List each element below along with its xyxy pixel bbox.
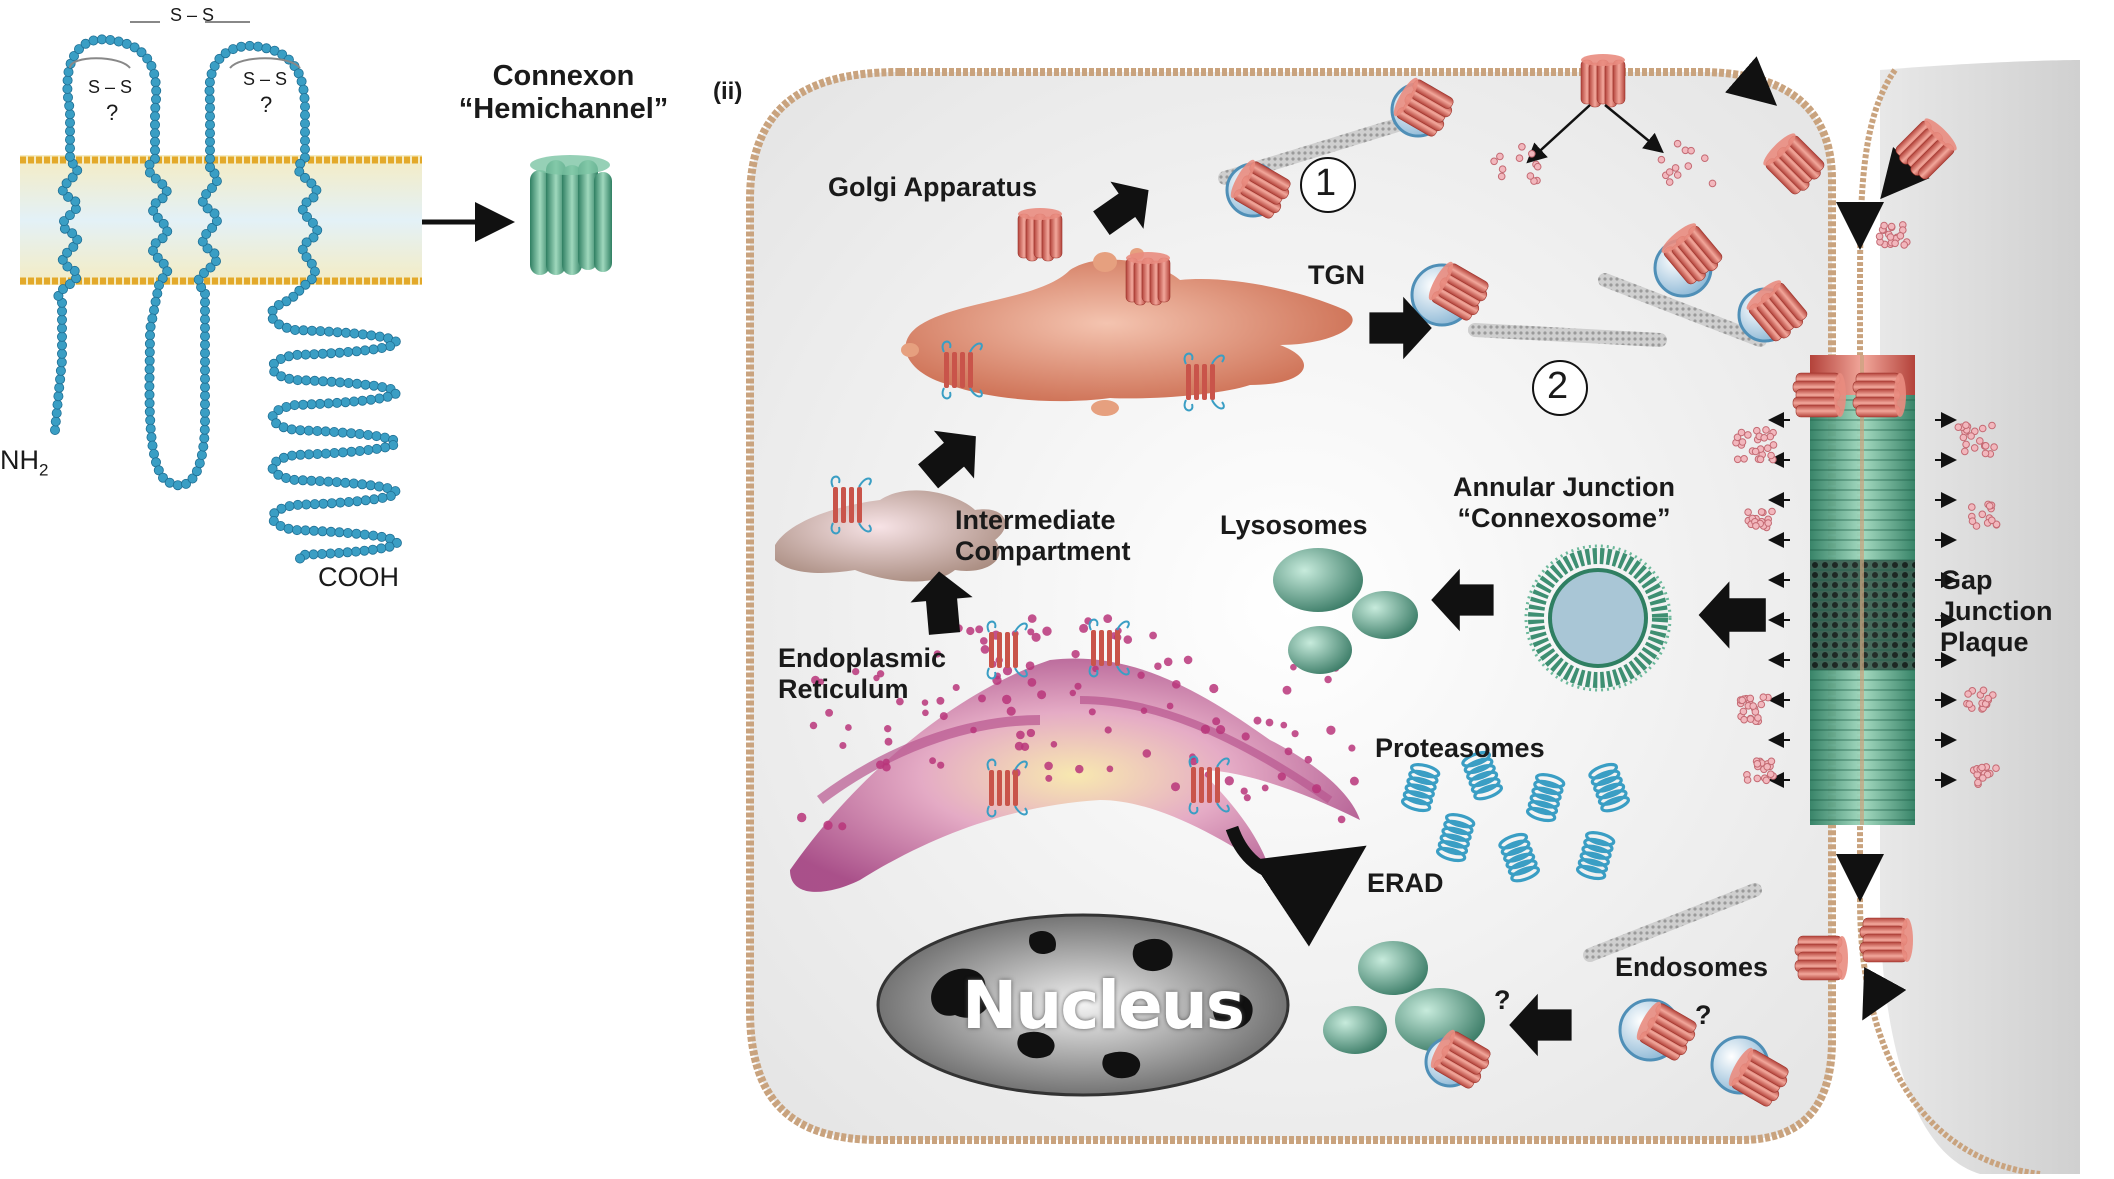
proteasomes-text: Proteasomes — [1375, 733, 1545, 763]
golgi-apparatus-label: Golgi Apparatus — [828, 172, 1037, 203]
endosomes-text: Endosomes — [1615, 952, 1769, 982]
gap-line-2: Junction — [1940, 596, 2053, 627]
gap-line-1: Gap — [1940, 565, 1993, 595]
neighbor-cell-membrane — [1857, 68, 2041, 1177]
lysosomes-text: Lysosomes — [1220, 510, 1368, 540]
release-arrow-right — [1604, 104, 1664, 154]
n-terminus-subscript: 2 — [39, 460, 49, 480]
proteasomes-group — [1400, 750, 1630, 883]
intermediate-line-1: Intermediate — [955, 505, 1116, 535]
disulfide-bond-label: S – S — [170, 5, 215, 26]
annular-line-1: Annular Junction — [1453, 472, 1675, 502]
c-terminus-text: COOH — [318, 562, 399, 592]
release-arrow-left — [1526, 104, 1591, 164]
endoplasmic-reticulum — [790, 614, 1360, 892]
route-1-marker — [1300, 157, 1356, 213]
annular-line-2: “Connexosome” — [1457, 503, 1671, 534]
neighboring-cell — [1880, 60, 2080, 1174]
endosomes-label: Endosomes — [1615, 952, 1768, 983]
n-terminus-label: NH2 — [0, 445, 49, 480]
uncertain-bond-mark: ? — [260, 92, 273, 117]
lysosomes — [1273, 548, 1418, 674]
annular-junction-connexosome — [1524, 544, 1672, 692]
disulfide-bond-text-1: S – S — [170, 5, 215, 25]
connexon-hemichannel-icon — [530, 155, 612, 275]
gap-line-3: Plaque — [1940, 627, 2029, 658]
route-2-marker — [1532, 360, 1588, 416]
question-endo-1: ? — [1494, 985, 1511, 1015]
uncertain-fate-mark: ? — [1695, 1000, 1712, 1031]
erad-text: ERAD — [1367, 868, 1444, 898]
intermediate-compartment — [775, 490, 1006, 582]
route-1-text: 1 — [1315, 162, 1337, 204]
intermediate-line-2: Compartment — [955, 536, 1131, 567]
route-1-label: 1 — [1315, 162, 1337, 205]
endoplasmic-reticulum-label: Endoplasmic Reticulum — [778, 643, 946, 705]
connexin-polypeptide-chain — [50, 34, 402, 564]
disulfide-bond-label: S – S — [88, 77, 133, 98]
nucleus — [876, 913, 1290, 1097]
uncertain-bond-mark: ? — [106, 100, 119, 125]
nucleus-text: Nucleus — [962, 967, 1245, 1044]
golgi-apparatus-text: Golgi Apparatus — [828, 172, 1038, 202]
tgn-text: TGN — [1308, 260, 1365, 290]
connexon-hemichannels-red — [830, 54, 1957, 1107]
question-mark-1: ? — [106, 100, 119, 125]
connexon-title-line-1: Connexon — [492, 60, 635, 92]
gap-junction-plaque-label: Gap Junction Plaque — [1940, 565, 2053, 658]
uncertain-fate-mark: ? — [1494, 985, 1511, 1016]
erad-label: ERAD — [1367, 868, 1444, 899]
disulfide-bond-text-2: S – S — [88, 77, 133, 97]
question-endo-2: ? — [1695, 1000, 1712, 1030]
disulfide-bond-text-3: S – S — [243, 69, 288, 89]
annular-junction-label: Annular Junction “Connexosome” — [1453, 472, 1675, 534]
connexin-topology — [20, 21, 612, 564]
disulfide-bond-label: S – S — [243, 69, 288, 90]
lysosomes-label: Lysosomes — [1220, 510, 1368, 541]
er-line-2: Reticulum — [778, 674, 909, 705]
panel-ii-label: (ii) — [713, 78, 742, 106]
proteasomes-label: Proteasomes — [1375, 733, 1545, 764]
er-line-1: Endoplasmic — [778, 643, 947, 673]
connexon-hemichannel-title: Connexon “Hemichannel” — [446, 60, 681, 127]
nucleus-label: Nucleus — [962, 967, 1245, 1044]
panel-ii-text: (ii) — [713, 78, 743, 105]
route-2-label: 2 — [1547, 365, 1569, 408]
c-terminus-label: COOH — [318, 562, 399, 593]
connexon-title-line-2: “Hemichannel” — [458, 93, 669, 126]
intermediate-compartment-label: Intermediate Compartment — [955, 505, 1131, 567]
released-molecules — [1490, 139, 2001, 789]
trafficking-arrows — [910, 181, 1766, 1057]
n-terminus-text: NH — [0, 445, 39, 475]
tgn-label: TGN — [1308, 260, 1365, 291]
route-2-text: 2 — [1547, 365, 1569, 407]
connexin-life-cycle-panel — [746, 54, 2080, 1177]
golgi-apparatus — [901, 248, 1353, 416]
question-mark-2: ? — [260, 92, 273, 117]
